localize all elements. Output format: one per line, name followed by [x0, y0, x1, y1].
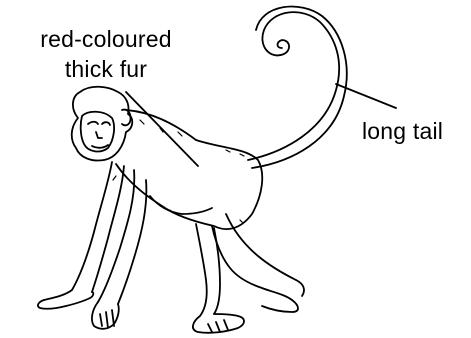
nose-mouth — [92, 132, 108, 148]
tail-leader-line — [336, 84, 396, 108]
tail-label: long tail — [362, 116, 443, 146]
front-hand-near — [92, 302, 119, 329]
front-arm-back — [44, 162, 124, 300]
hind-foot-near — [193, 314, 244, 333]
fur-label-line-1: red-coloured — [6, 24, 206, 54]
face-outline — [81, 112, 114, 152]
belly-outline — [150, 196, 212, 214]
eyes — [88, 122, 110, 125]
fur-leader-line — [126, 92, 198, 166]
fur-label: red-coloured thick fur — [6, 24, 206, 84]
tail-inner-outline — [252, 7, 347, 168]
fur-label-line-2: thick fur — [6, 54, 206, 84]
fur-texture — [113, 120, 244, 223]
hind-leg-back — [212, 214, 296, 300]
hind-leg-near — [196, 224, 220, 316]
body-outline — [116, 110, 262, 229]
tail-outline — [248, 12, 339, 160]
ear-outline — [122, 110, 131, 126]
